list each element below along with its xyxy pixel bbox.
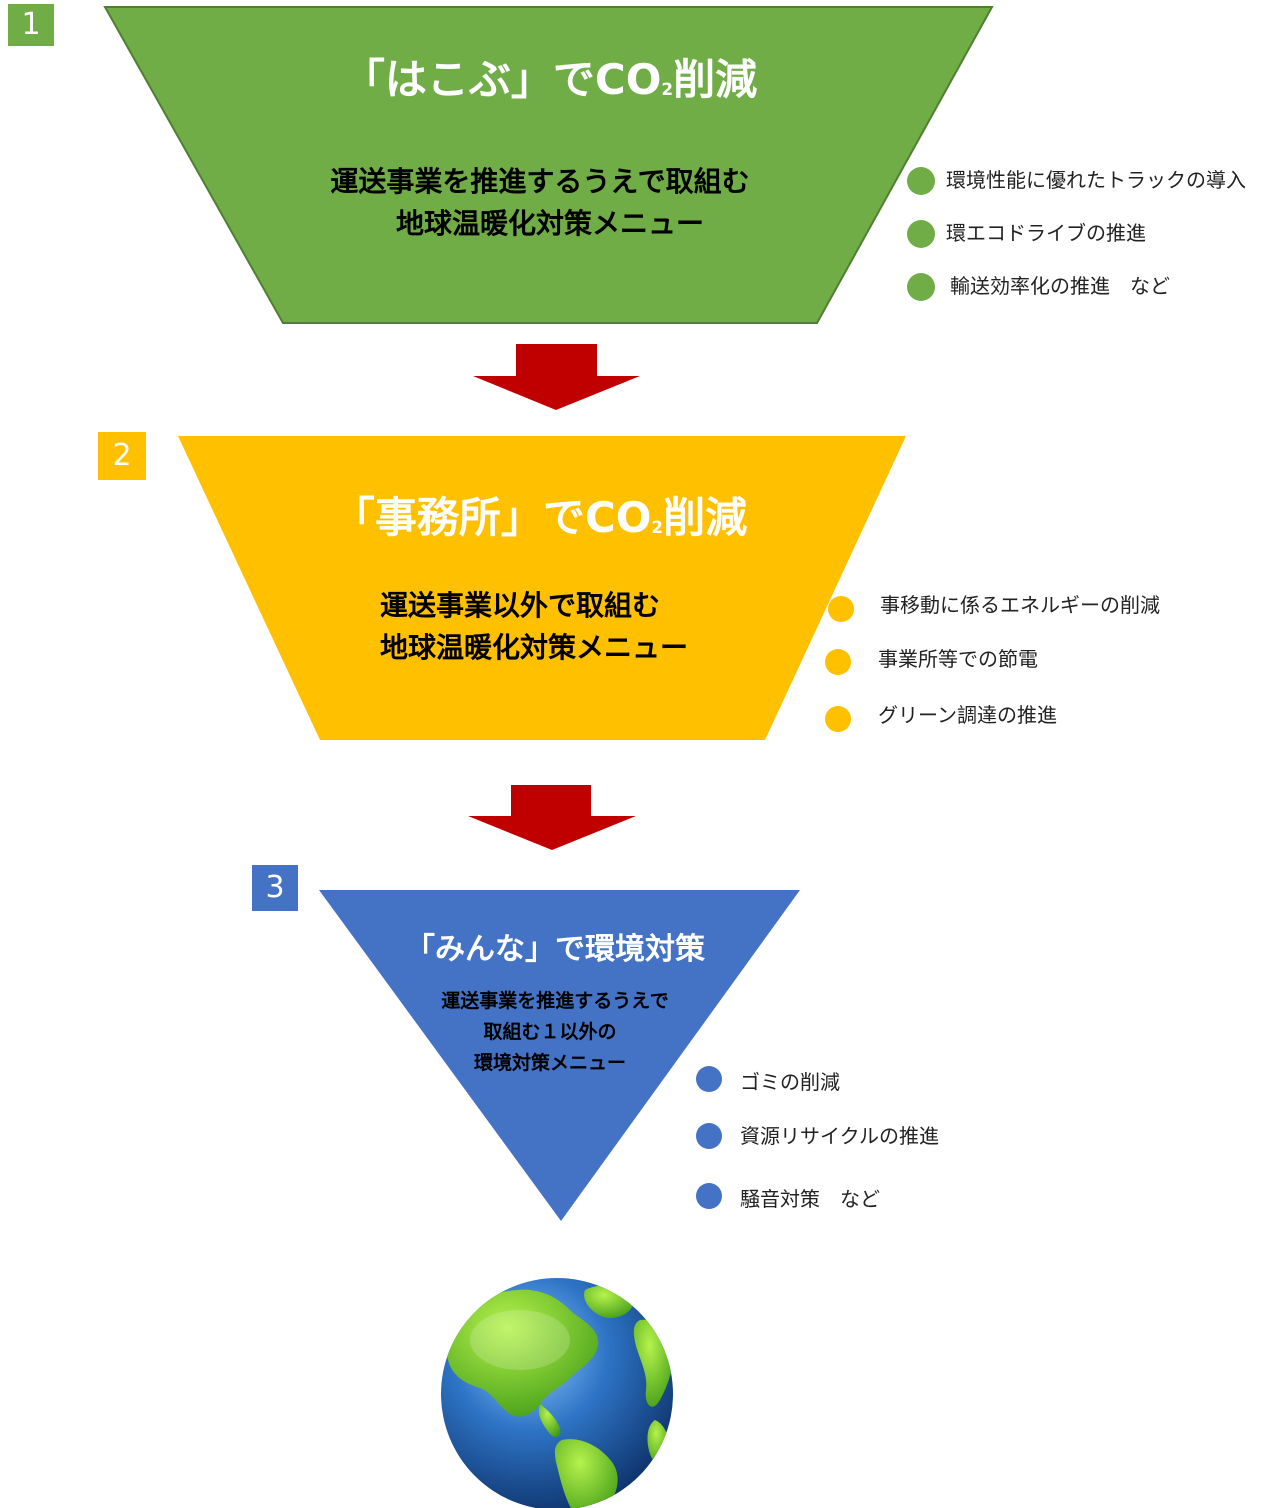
stage-3-item: 騒音対策 など <box>740 1187 880 1211</box>
stage-2-title: 「事務所」でCO2削減 <box>332 493 748 542</box>
yellow-bullet-icon <box>825 706 851 732</box>
blue-bullet-icon <box>696 1183 722 1209</box>
stage-1-subtitle-line2: 地球温暖化対策メニュー <box>395 207 704 240</box>
stage-2-item: グリーン調達の推進 <box>878 703 1057 727</box>
stage-3-item: ゴミの削減 <box>740 1070 840 1094</box>
stage-1-item: 環境性能に優れたトラックの導入 <box>946 168 1246 192</box>
stage-3-subtitle-line3: 環境対策メニュー <box>473 1052 626 1074</box>
stage-3-item: 資源リサイクルの推進 <box>740 1124 939 1148</box>
green-bullet-icon <box>907 167 935 195</box>
stage-number-badge: 3 <box>252 865 298 911</box>
down-arrow-1 <box>473 344 640 410</box>
yellow-bullet-icon <box>828 596 854 622</box>
stage-1-funnel <box>103 6 994 324</box>
globe-icon <box>441 1278 673 1508</box>
stage-2-item: 事業所等での節電 <box>878 647 1038 671</box>
stage-3-subtitle-line2: 取組む１以外の <box>483 1021 617 1043</box>
stage-1-item: 輸送効率化の推進 など <box>950 274 1170 298</box>
stage-2-funnel <box>178 436 906 740</box>
green-bullet-icon <box>907 220 935 248</box>
stage-1-title: 「はこぶ」でCO2削減 <box>342 55 758 104</box>
stage-2-subtitle-line1: 運送事業以外で取組む <box>380 589 661 622</box>
green-bullet-icon <box>907 273 935 301</box>
stage-2-item: 事移動に係るエネルギーの削減 <box>880 593 1160 617</box>
blue-bullet-icon <box>696 1066 722 1092</box>
stage-3-subtitle-line1: 運送事業を推進するうえで <box>441 990 669 1012</box>
stage-1-item: 環エコドライブの推進 <box>946 221 1146 245</box>
stage-3-funnel <box>319 890 800 1221</box>
yellow-bullet-icon <box>825 649 851 675</box>
blue-bullet-icon <box>696 1123 722 1149</box>
stage-1-subtitle-line1: 運送事業を推進するうえで取組む <box>330 165 750 198</box>
down-arrow-2 <box>468 785 636 850</box>
stage-3-title: 「みんな」で環境対策 <box>405 932 705 967</box>
stage-number-badge: 1 <box>8 4 54 46</box>
stage-number-badge: 2 <box>98 432 146 480</box>
stage-2-subtitle-line2: 地球温暖化対策メニュー <box>380 631 689 664</box>
